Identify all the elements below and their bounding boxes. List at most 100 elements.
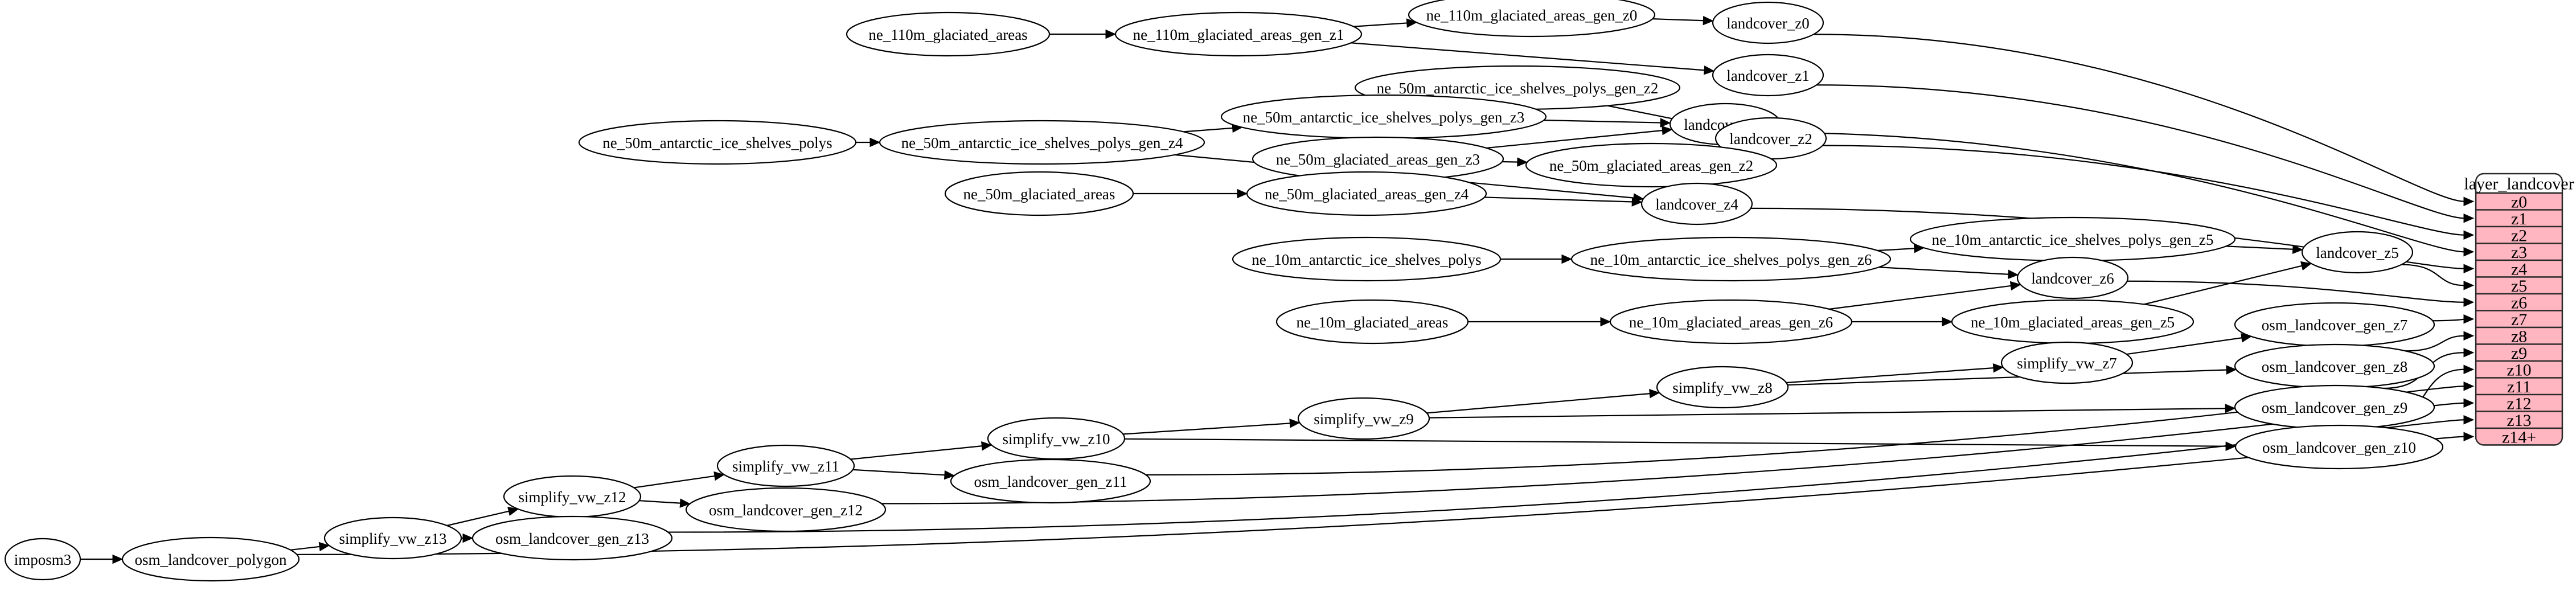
node-label: simplify_vw_z7 (2017, 355, 2117, 372)
record-row-z5[interactable] (2476, 276, 2562, 295)
node-shape[interactable] (323, 516, 462, 560)
node-landcover_z2[interactable]: landcover_z2 (1714, 117, 1827, 160)
node-shape[interactable] (578, 120, 857, 165)
edge-arrowhead (2300, 261, 2312, 270)
node-shape[interactable] (1246, 171, 1487, 216)
node-ne_50m_glaciated_areas_gen_z4[interactable]: ne_50m_glaciated_areas_gen_z4 (1246, 171, 1487, 216)
node-osm_landcover_gen_z12[interactable]: osm_landcover_gen_z12 (685, 487, 887, 532)
node-ne_10m_antarctic_ice_shelves_polys_gen_z6[interactable]: ne_10m_antarctic_ice_shelves_polys_gen_z… (1570, 236, 1892, 282)
edge-ne_50m_antarctic_ice_shelves_polys_gen_z3-to-landcover_z3 (1544, 118, 1671, 128)
edge-path (1429, 408, 2227, 419)
node-simplify_vw_z7[interactable]: simplify_vw_z7 (2000, 341, 2134, 384)
node-shape[interactable] (121, 536, 300, 582)
node-ne_50m_antarctic_ice_shelves_polys_gen_z4[interactable]: ne_50m_antarctic_ice_shelves_polys_gen_z… (879, 120, 1205, 165)
node-shape[interactable] (1640, 182, 1753, 225)
node-shape[interactable] (1408, 0, 1656, 38)
node-ne_10m_antarctic_ice_shelves_polys_gen_z5[interactable]: ne_10m_antarctic_ice_shelves_polys_gen_z… (1909, 216, 2236, 262)
node-simplify_vw_z9[interactable]: simplify_vw_z9 (1297, 397, 1430, 440)
record-node-layer-landcover[interactable]: layer_landcoverz0z1z2z3z4z5z6z7z8z9z10z1… (2464, 173, 2574, 446)
node-shape[interactable] (1656, 366, 1789, 409)
node-shape[interactable] (1609, 299, 1853, 345)
edge-arrowhead (2008, 269, 2019, 280)
node-shape[interactable] (1570, 236, 1892, 282)
record-row-z7[interactable] (2476, 310, 2562, 329)
node-shape[interactable] (1232, 236, 1502, 282)
node-landcover_z6[interactable]: landcover_z6 (2016, 256, 2129, 300)
record-outline (2475, 173, 2563, 446)
node-osm_landcover_polygon[interactable]: osm_landcover_polygon (121, 536, 300, 582)
node-ne_50m_antarctic_ice_shelves_polys_gen_z3[interactable]: ne_50m_antarctic_ice_shelves_polys_gen_z… (1220, 94, 1547, 140)
node-osm_landcover_gen_z10[interactable]: osm_landcover_gen_z10 (2234, 424, 2444, 470)
edge-path (446, 510, 510, 527)
edge-arrowhead (1662, 125, 1673, 136)
node-osm_landcover_gen_z13[interactable]: osm_landcover_gen_z13 (471, 515, 673, 561)
record-row-z1[interactable] (2476, 209, 2562, 228)
record-row-z4[interactable] (2476, 259, 2562, 278)
node-shape[interactable] (1275, 299, 1469, 345)
node-shape[interactable] (1712, 54, 1824, 97)
node-label: simplify_vw_z10 (1003, 430, 1110, 448)
record-row-label-z11: z11 (2507, 378, 2531, 396)
node-simplify_vw_z13[interactable]: simplify_vw_z13 (323, 516, 462, 560)
node-shape[interactable] (1525, 142, 1778, 188)
node-ne_10m_antarctic_ice_shelves_polys[interactable]: ne_10m_antarctic_ice_shelves_polys (1232, 236, 1502, 282)
node-ne_110m_glaciated_areas_gen_z0[interactable]: ne_110m_glaciated_areas_gen_z0 (1408, 0, 1656, 38)
node-osm_landcover_gen_z11[interactable]: osm_landcover_gen_z11 (950, 458, 1151, 504)
node-shape[interactable] (2016, 256, 2129, 300)
node-landcover_z5[interactable]: landcover_z5 (2301, 231, 2414, 274)
record-row-z2[interactable] (2476, 225, 2562, 244)
node-ne_50m_glaciated_areas_gen_z3[interactable]: ne_50m_glaciated_areas_gen_z3 (1252, 136, 1504, 182)
node-landcover_z0[interactable]: landcover_z0 (1712, 1, 1824, 44)
record-row-z8[interactable] (2476, 326, 2562, 345)
node-ne_110m_glaciated_areas_gen_z1[interactable]: ne_110m_glaciated_areas_gen_z1 (1114, 11, 1363, 57)
node-ne_10m_glaciated_areas_gen_z6[interactable]: ne_10m_glaciated_areas_gen_z6 (1609, 299, 1853, 345)
node-simplify_vw_z8[interactable]: simplify_vw_z8 (1656, 366, 1789, 409)
edge-arrowhead (1649, 388, 1660, 399)
edge-ne_110m_glaciated_areas_gen_z1-to-landcover_z1 (1351, 42, 1715, 75)
node-ne_50m_glaciated_areas[interactable]: ne_50m_glaciated_areas (944, 171, 1134, 216)
node-osm_landcover_gen_z8[interactable]: osm_landcover_gen_z8 (2234, 343, 2435, 389)
node-simplify_vw_z11[interactable]: simplify_vw_z11 (716, 444, 855, 487)
node-shape[interactable] (1712, 1, 1824, 44)
edge-path (1123, 423, 1291, 435)
node-simplify_vw_z10[interactable]: simplify_vw_z10 (987, 417, 1126, 460)
node-label: ne_10m_antarctic_ice_shelves_polys_gen_z… (1932, 231, 2214, 248)
node-ne_10m_glaciated_areas_gen_z5[interactable]: ne_10m_glaciated_areas_gen_z5 (1951, 299, 2194, 345)
node-shape[interactable] (4, 538, 81, 581)
node-shape[interactable] (944, 171, 1134, 216)
node-ne_10m_glaciated_areas[interactable]: ne_10m_glaciated_areas (1275, 299, 1469, 345)
node-landcover_z1[interactable]: landcover_z1 (1712, 54, 1824, 97)
node-shape[interactable] (879, 120, 1205, 165)
node-shape[interactable] (1114, 11, 1363, 57)
node-imposm3[interactable]: imposm3 (4, 538, 81, 581)
node-label: ne_110m_glaciated_areas_gen_z0 (1426, 7, 1638, 24)
edge-path (1829, 285, 2012, 310)
node-label: osm_landcover_gen_z13 (495, 530, 649, 547)
node-shape[interactable] (2301, 231, 2414, 274)
edge-osm_landcover_gen_z8-to-layer_landcover:z8 (2405, 331, 2475, 352)
edge-ne_110m_glaciated_areas-to-ne_110m_glaciated_areas_gen_z1 (1049, 29, 1117, 39)
node-osm_landcover_gen_z7[interactable]: osm_landcover_gen_z7 (2234, 302, 2435, 347)
edge-arrowhead (462, 533, 474, 543)
edge-landcover_z0-to-layer_landcover:z0 (1814, 34, 2475, 207)
node-shape[interactable] (950, 458, 1151, 504)
edge-path (668, 419, 2465, 533)
node-osm_landcover_gen_z9[interactable]: osm_landcover_gen_z9 (2234, 384, 2435, 430)
node-simplify_vw_z12[interactable]: simplify_vw_z12 (503, 475, 642, 518)
node-shape[interactable] (716, 444, 855, 487)
node-ne_110m_glaciated_areas[interactable]: ne_110m_glaciated_areas (846, 11, 1051, 57)
node-shape[interactable] (685, 487, 887, 532)
node-label: ne_50m_glaciated_areas (963, 186, 1115, 203)
record-row-z14+[interactable] (2476, 427, 2562, 445)
node-landcover_z4[interactable]: landcover_z4 (1640, 182, 1753, 225)
node-ne_50m_antarctic_ice_shelves_polys[interactable]: ne_50m_antarctic_ice_shelves_polys (578, 120, 857, 165)
node-shape[interactable] (1297, 397, 1430, 440)
edge-path (1484, 196, 1634, 203)
node-shape[interactable] (846, 11, 1051, 57)
node-ne_50m_glaciated_areas_gen_z2[interactable]: ne_50m_glaciated_areas_gen_z2 (1525, 142, 1778, 188)
edge-path (2405, 335, 2465, 352)
node-shape[interactable] (2234, 424, 2444, 470)
node-shape[interactable] (2000, 341, 2134, 384)
edge-path (1878, 266, 2010, 275)
node-shape[interactable] (471, 515, 673, 561)
